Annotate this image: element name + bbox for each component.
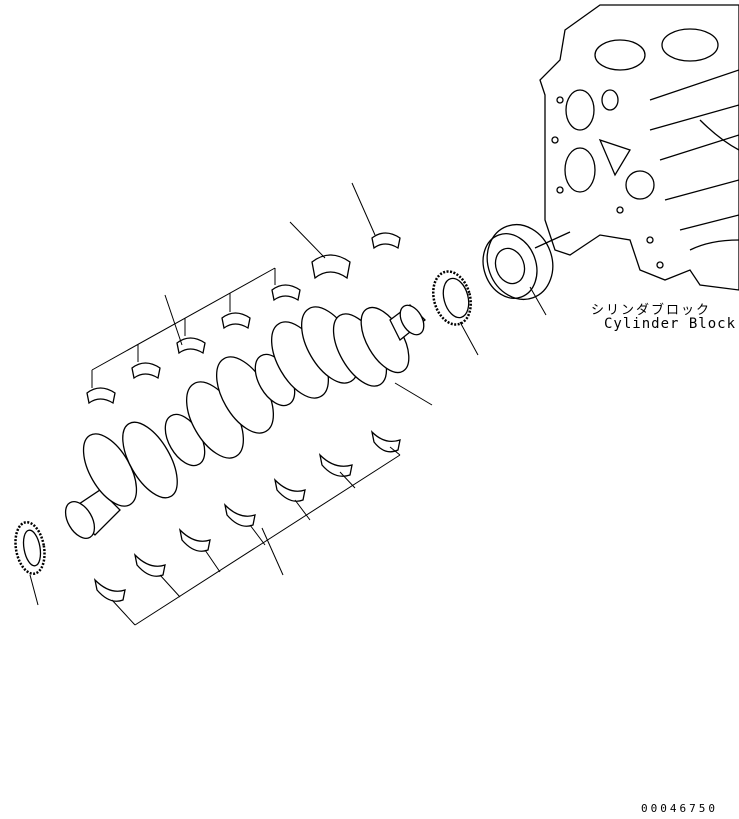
cylinder-block-label-en: Cylinder Block: [604, 316, 737, 332]
upper-main-bearings: [86, 232, 401, 405]
drawing-number: 00046750: [641, 802, 718, 815]
lower-main-bearings: [93, 430, 401, 602]
crankshaft-gear: [432, 270, 472, 326]
leader-lines: [29, 182, 547, 626]
oil-seal: [482, 224, 571, 300]
cylinder-block: [539, 4, 739, 291]
pulser-ring-gear: [14, 521, 46, 575]
crankshaft: [64, 304, 426, 539]
cylinder-block-label-jp: シリンダブロック: [591, 303, 712, 318]
